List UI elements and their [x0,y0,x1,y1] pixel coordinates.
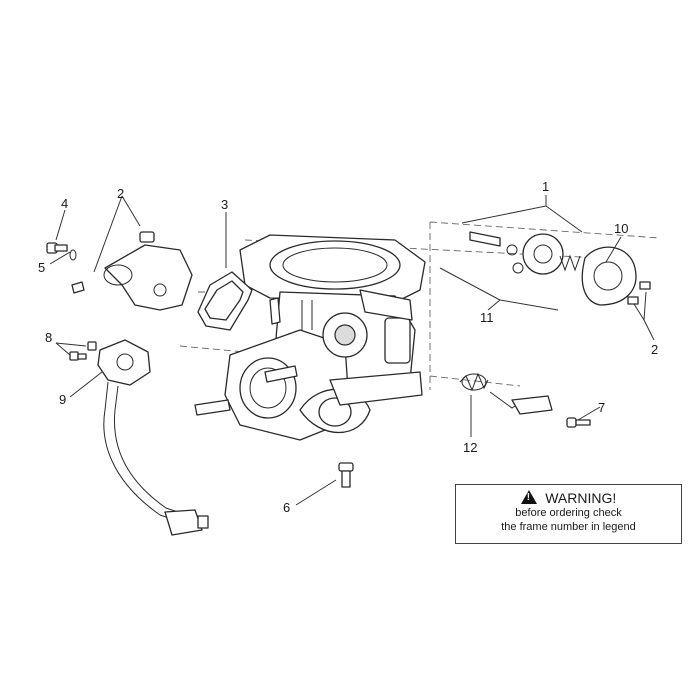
screw-part-6 [338,462,354,488]
warning-box: ! WARNING! before ordering check the fra… [455,484,682,544]
lever-part [489,391,553,415]
screws-part-8 [69,341,97,361]
warning-symbol: ! [526,492,531,503]
callout-5: 5 [38,260,45,275]
callout-12: 12 [463,440,477,455]
washer-part-5 [69,249,77,261]
gasket-part-3 [197,271,253,331]
callout-4: 4 [61,196,68,211]
callout-7: 7 [598,400,605,415]
warning-line-2: the frame number in legend [501,521,636,533]
callout-6: 6 [283,500,290,515]
sensor-bracket-part-2 [71,231,193,311]
warning-triangle-icon: ! [520,490,537,504]
studs [194,297,298,416]
callout-2-left: 2 [117,186,124,201]
screw-part-7 [566,417,591,428]
warning-line-1: before ordering check [515,507,622,519]
screws-part-2-right [627,281,651,305]
warning-title: WARNING! [545,490,617,506]
callout-10: 10 [614,221,628,236]
leader-lines [49,195,655,506]
throttle-body [224,234,426,441]
cover-part-10 [581,246,637,306]
position-sensor-part-9 [97,339,209,536]
spring-parts-1 [469,231,581,275]
callout-numbers: 1 10 11 2 2 3 4 5 8 9 6 7 12 [38,179,658,515]
callout-2-right: 2 [651,342,658,357]
callout-8: 8 [45,330,52,345]
callout-1: 1 [542,179,549,194]
screw-part-4 [46,242,68,254]
spring-part-12 [459,372,489,392]
callout-3: 3 [221,197,228,212]
callout-11: 11 [480,310,494,325]
callout-9: 9 [59,392,66,407]
